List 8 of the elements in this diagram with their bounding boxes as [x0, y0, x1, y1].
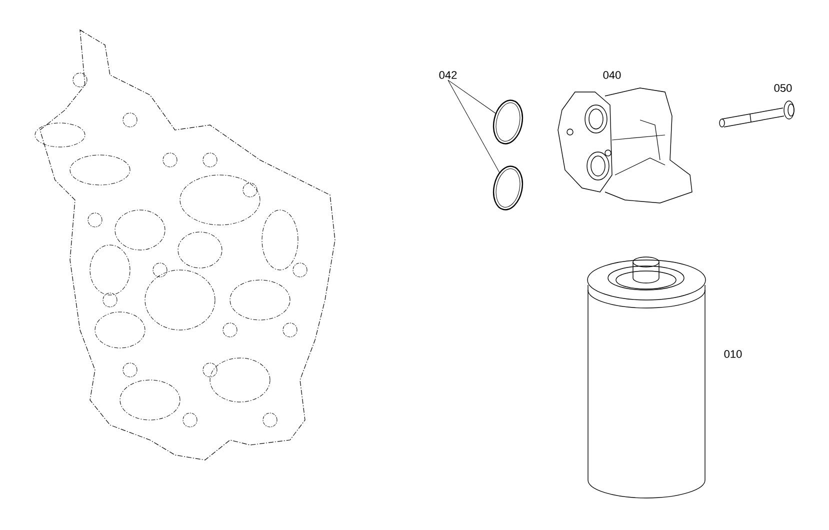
- part-number: 040: [603, 71, 621, 79]
- part-number: 010: [724, 350, 742, 358]
- leader-line: [448, 80, 500, 173]
- o-ring-drawing: [492, 100, 524, 144]
- leader-line: [448, 80, 496, 114]
- o-ring-drawing: [492, 166, 524, 210]
- part-number: 050: [774, 84, 792, 92]
- callout-number: 042: [439, 71, 457, 79]
